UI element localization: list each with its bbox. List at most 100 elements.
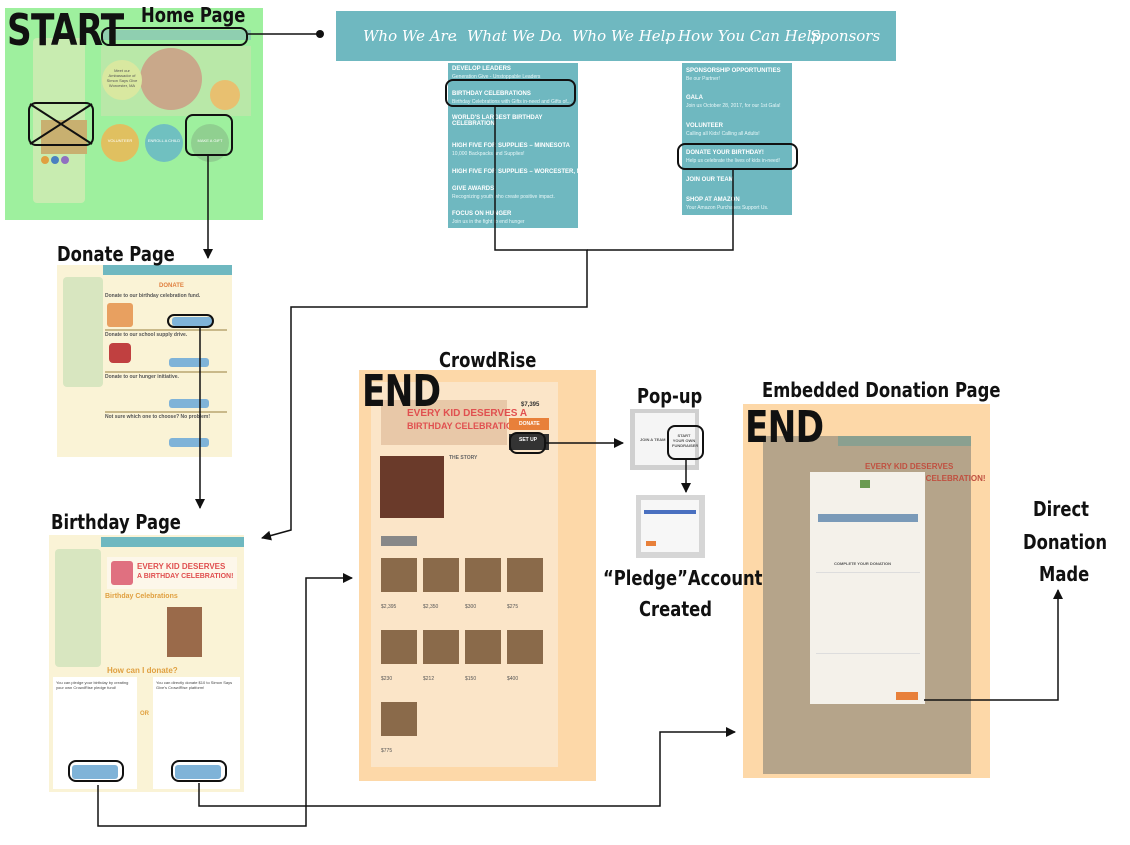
menu-item-sub: Join us in the fight to end hunger [452,219,525,225]
nav-item-who-we-help[interactable]: Who We Help [572,27,676,45]
nav-item-what-we-do[interactable]: What We Do [467,27,561,45]
donate-section-1: Donate to our birthday celebration fund. [105,293,201,299]
menu-item-give-awards[interactable]: GIVE AWARDS [452,186,495,192]
fundraiser-card[interactable]: $400 [507,630,543,688]
menu-item-donate-your-birthday[interactable]: DONATE YOUR BIRTHDAY! [686,150,764,156]
crowdrise-banner-line2: BIRTHDAY CELEBRATION! [407,421,523,431]
donate-section-3: Donate to our hunger initiative. [105,374,179,380]
highlight-crossed-circle [28,102,94,146]
birthday-banner-cake [111,561,133,585]
highlight-donate-learn-more [167,314,214,328]
fundraiser-card[interactable]: $300 [465,558,501,616]
donate-section-4: Not sure which one to choose? No problem… [105,414,211,420]
fundraiser-photo [381,558,417,592]
fundraiser-card[interactable]: $2,395 [381,558,417,616]
fundraiser-photo [423,630,459,664]
home-hero-text: Meet our Ambassador of Simon Says Give W… [106,68,138,88]
birthday-photo [167,607,202,657]
nav-dot: . [664,27,669,45]
fundraiser-card[interactable]: $775 [381,702,417,760]
nav-bar-zoom: Who We Are . What We Do . Who We Help . … [336,11,896,61]
home-hero-photo [140,48,202,110]
menu-item-gala[interactable]: GALA [686,95,703,101]
menu-item-shop-amazon[interactable]: SHOP AT AMAZON [686,197,740,203]
menu-item-join-our-team[interactable]: JOIN OUR TEAM [686,177,734,183]
embedded-submit-button[interactable] [896,692,918,700]
highlight-donate-your-birthday [677,143,798,170]
nav-dot: . [453,27,458,45]
pledge-account-thumbnail [636,495,705,558]
donate-learn-more-1[interactable] [172,317,212,326]
crowdrise-label: CrowdRise [439,348,537,372]
pledge-account-line2: Created [639,597,713,621]
crowdrise-donate-button[interactable]: DONATE [509,418,549,430]
donate-page-label: Donate Page [57,242,175,266]
donate-title: DONATE [159,283,184,289]
nav-dot: . [797,27,802,45]
menu-item-high-five-ma[interactable]: HIGH FIVE FOR SUPPLIES – WORCESTER, MA [452,169,587,175]
menu-item-develop-leaders[interactable]: DEVELOP LEADERS [452,66,511,72]
birthday-heading: Birthday Celebrations [105,593,178,600]
highlight-crowdrise-setup [509,432,546,454]
popup-start-fundraiser[interactable]: START YOUR OWN FUNDRAISER [672,433,699,448]
donate-learn-more-3[interactable] [169,399,209,408]
birthday-banner: EVERY KID DESERVES A BIRTHDAY CELEBRATIO… [107,557,237,589]
crowdrise-story-photo [380,456,444,518]
crowdrise-card-grid: $2,395$2,350$300 $275 $230 $212 $150$400 $775 [381,558,551,758]
menu-item-high-five-mn[interactable]: HIGH FIVE FOR SUPPLIES – MINNESOTA [452,143,570,149]
donate-divider [105,329,227,331]
menu-item-sub: Generation Give - Unstoppable Leaders [452,74,541,80]
fundraiser-photo [507,630,543,664]
fundraiser-card[interactable]: $230 [381,630,417,688]
menu-item-birthday-celebrations[interactable]: BIRTHDAY CELEBRATIONS [452,91,531,97]
donate-learn-more-2[interactable] [169,358,209,367]
birthday-or: OR [140,711,149,717]
highlight-birthday-celebrations [445,79,576,107]
fundraiser-amount: $212 [423,676,435,682]
crowdrise-tab[interactable] [381,536,417,546]
embedded-modal-logo [860,480,870,488]
fundraiser-amount: $775 [381,748,393,754]
donate-divider [105,371,227,373]
nav-item-who-we-are[interactable]: Who We Are [363,27,457,45]
fundraiser-card[interactable]: $2,350 [423,558,459,616]
embedded-form-rows [816,572,920,654]
fundraiser-card[interactable]: $212 [423,630,459,688]
nav-item-how-you-can-help[interactable]: How You Can Help [678,27,821,45]
fundraiser-amount: $275 [507,604,519,610]
fundraiser-card[interactable]: $275 [507,558,543,616]
fundraiser-photo [465,558,501,592]
menu-item-worlds-largest[interactable]: WORLD'S LARGEST BIRTHDAY CELEBRATION [452,115,543,127]
embedded-page-label: Embedded Donation Page [762,378,1001,402]
pledge-orange-button[interactable] [646,541,656,546]
donate-learn-more-4[interactable] [169,438,209,447]
nav-dot: . [558,27,563,45]
dropdown-how-you-can-help: SPONSORSHIP OPPORTUNITIES Be our Partner… [682,63,792,215]
end-label-crowdrise: END [362,366,441,417]
embedded-banner-line2: BIRTHDAY CELEBRATION! [883,474,986,483]
pledge-account-line1: “Pledge”Account [603,566,763,590]
donate-divider [105,411,227,413]
birthday-page-thumbnail: EVERY KID DESERVES A BIRTHDAY CELEBRATIO… [49,535,244,792]
menu-item-sub: Be our Partner! [686,76,720,82]
menu-item-sub: 10,000 Backpacks and Supplies! [452,151,525,157]
direct-donation-line2: Donation [1023,530,1108,554]
pledge-header-bar [644,510,696,514]
highlight-popup-start [667,425,704,460]
popup-join-team[interactable]: JOIN A TEAM [640,437,666,442]
menu-item-sponsorship[interactable]: SPONSORSHIP OPPORTUNITIES [686,68,781,74]
menu-item-focus-on-hunger[interactable]: FOCUS ON HUNGER [452,211,512,217]
menu-item-volunteer[interactable]: VOLUNTEER [686,123,724,129]
home-social-icons [41,156,81,164]
end-label-embedded: END [745,402,824,453]
embedded-donation-thumbnail: EVERY KID DESERVES BIRTHDAY CELEBRATION!… [743,404,990,778]
nav-item-sponsors[interactable]: Sponsors [810,27,881,45]
crowdrise-story-label: THE STORY [449,455,478,461]
donate-section-2: Donate to our school supply drive. [105,332,188,338]
highlight-nav-bar [101,27,248,46]
direct-donation-line3: Made [1039,562,1090,586]
fundraiser-card[interactable]: $150 [465,630,501,688]
embedded-nav-bar [838,436,971,446]
crowdrise-thumbnail: EVERY KID DESERVES A BIRTHDAY CELEBRATIO… [359,370,596,781]
crowdrise-raised: $7,395 [521,402,540,408]
